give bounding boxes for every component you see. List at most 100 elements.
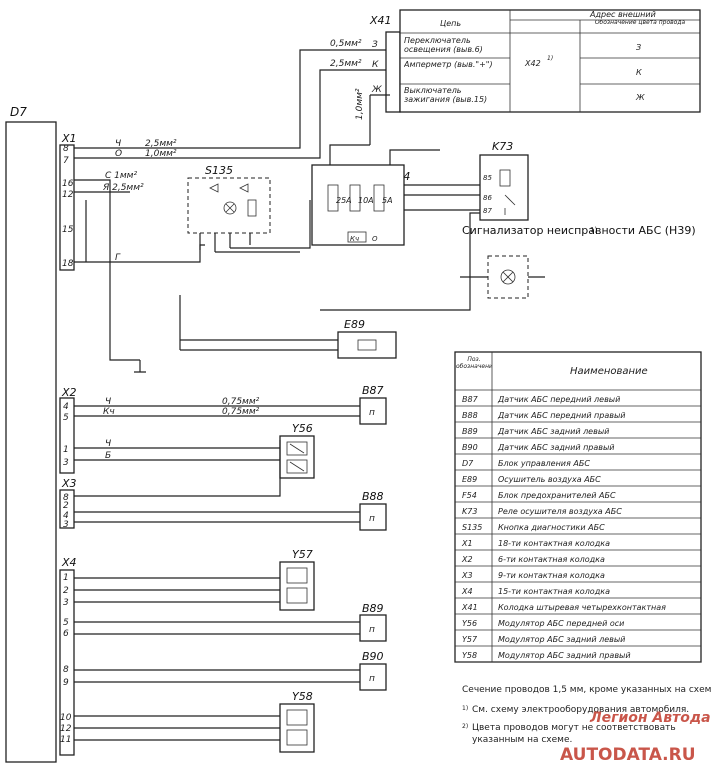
x3-label: X3 bbox=[61, 477, 77, 490]
legend-name: Реле осушителя воздуха АБС bbox=[498, 507, 622, 516]
x4-pin: 2 bbox=[63, 586, 69, 596]
x3-pin: 3 bbox=[63, 520, 69, 530]
legend-pos: B90 bbox=[462, 443, 478, 452]
x1-pin: 18 bbox=[62, 259, 74, 269]
x1-pin: 7 bbox=[63, 156, 69, 166]
modulator-y57: Y57 bbox=[279, 548, 315, 611]
legend-name: 15-ти контактная колодка bbox=[498, 587, 610, 596]
x4-pin: 11 bbox=[60, 735, 71, 745]
footnote-mark: 1) bbox=[462, 705, 468, 712]
legend-name: Блок управления АБС bbox=[498, 459, 590, 468]
x41-label: X41 bbox=[369, 14, 392, 27]
legend-pos: Y58 bbox=[462, 651, 477, 660]
note-1: Сечение проводов 1,5 мм, кроме указанных… bbox=[462, 685, 711, 695]
x4-pin: 8 bbox=[63, 665, 69, 675]
address-table-header: Адрес внешний bbox=[589, 10, 656, 19]
x1-box bbox=[59, 144, 75, 271]
b90-label: B90 bbox=[362, 650, 384, 663]
x2-label: X2 bbox=[61, 386, 77, 399]
x1-pin: 8 bbox=[63, 144, 69, 154]
legend-name: Датчик АБС передний правый bbox=[497, 411, 626, 420]
watermark-brand: Легион Автодата bbox=[589, 710, 711, 726]
x3-box bbox=[59, 489, 75, 529]
x4-pin: 5 bbox=[63, 618, 69, 628]
x1-wires: Ч 2,5мм² О 1,0мм² С 1мм² Я 2,5мм² Г bbox=[74, 49, 390, 373]
notes: Сечение проводов 1,5 мм, кроме указанных… bbox=[462, 685, 711, 745]
address-table-header: Обозначение цвета провода bbox=[594, 20, 686, 26]
relay-k73: K73 85 86 87 bbox=[320, 140, 529, 311]
modulator-y56: Y56 bbox=[279, 422, 315, 479]
fuse-block-f54: F54 25A 10A 5A Кч О bbox=[311, 144, 480, 246]
sensor-b90: B90 п bbox=[359, 650, 387, 691]
fuse-rating: 5A bbox=[382, 196, 393, 205]
x4-pin: 12 bbox=[60, 724, 72, 734]
relay-pin: 87 bbox=[483, 207, 492, 215]
b87-label: B87 bbox=[362, 384, 384, 397]
connector-x41: X41 З К Ж 0,5мм² 2,5мм² 1,0мм² bbox=[330, 14, 401, 145]
k73-label: K73 bbox=[492, 140, 513, 153]
legend-pos: Y57 bbox=[462, 635, 478, 644]
x4-box bbox=[59, 569, 75, 756]
air-dryer-e89: E89 bbox=[179, 295, 397, 359]
legend-name: 18-ти контактная колодка bbox=[498, 539, 610, 548]
note-3: Цвета проводов могут не соответствовать bbox=[472, 723, 676, 733]
legend-pos: Y56 bbox=[462, 619, 477, 628]
legend-name: Модулятор АБС передней оси bbox=[498, 619, 624, 628]
fuse-rating: 25A bbox=[336, 196, 352, 205]
wire-size-label: 2,5мм² bbox=[330, 59, 362, 69]
wire-color-label: Ч bbox=[105, 397, 111, 407]
footnote-mark: 2) bbox=[462, 723, 468, 730]
x2-pin: 5 bbox=[63, 413, 69, 423]
f54-box bbox=[311, 164, 405, 246]
x4-pin: 10 bbox=[60, 713, 72, 723]
sensor-b88: B88 п bbox=[359, 490, 387, 531]
address-table-cell: К bbox=[636, 68, 642, 77]
legend-name: Блок предохранителей АБС bbox=[498, 491, 616, 500]
legend-pos: F54 bbox=[462, 491, 477, 500]
legend-pos: B87 bbox=[462, 395, 479, 404]
wire-color-label: Б bbox=[105, 451, 111, 461]
connector-x2: X2 4 5 1 3 Ч Кч 0,75мм² 0,75мм² Ч Б bbox=[59, 386, 360, 474]
modulator-y58: Y58 bbox=[279, 690, 315, 753]
legend-name: Осушитель воздуха АБС bbox=[498, 475, 601, 484]
address-table-cell: Ж bbox=[635, 93, 645, 102]
wire-size-label: 0,75мм² bbox=[222, 407, 260, 417]
legend-name: Модулятор АБС задний правый bbox=[498, 651, 631, 660]
legend-name: Модулятор АБС задний левый bbox=[498, 635, 625, 644]
wire-color-label: Кч bbox=[103, 407, 115, 417]
b88-label: B88 bbox=[362, 490, 384, 503]
legend-name: 6-ти контактная колодка bbox=[498, 555, 605, 564]
legend-pos: X3 bbox=[461, 571, 473, 580]
legend-pos: S135 bbox=[462, 523, 482, 532]
relay-pin: 85 bbox=[483, 174, 492, 182]
x1-pin: 15 bbox=[62, 225, 74, 235]
legend-pos: X1 bbox=[461, 539, 473, 548]
x3-pin: 8 bbox=[63, 493, 69, 503]
x41-box bbox=[385, 31, 401, 113]
wire-label: С 1мм² bbox=[105, 171, 137, 181]
x41-pin: Ж bbox=[371, 85, 382, 95]
x41-pin: К bbox=[372, 60, 379, 70]
address-table-cell: Выключатель зажигания (выв.15) bbox=[404, 86, 488, 104]
address-table-header: Цепь bbox=[440, 19, 461, 28]
x1-label: X1 bbox=[61, 132, 77, 145]
f54-kch: Кч bbox=[350, 235, 359, 243]
x4-pin: 6 bbox=[63, 629, 69, 639]
x4-label: X4 bbox=[61, 556, 77, 569]
x2-box bbox=[59, 397, 75, 474]
connector-x1: X1 8 7 16 12 15 18 bbox=[59, 132, 77, 271]
wire-color-label: Ч bbox=[105, 439, 111, 449]
e89-label: E89 bbox=[344, 318, 365, 331]
x4-pin: 3 bbox=[63, 598, 69, 608]
legend-name: 9-ти контактная колодка bbox=[498, 571, 605, 580]
legend-pos: B88 bbox=[462, 411, 478, 420]
b89-label: B89 bbox=[362, 602, 384, 615]
s135-label: S135 bbox=[205, 164, 233, 177]
sensor-symbol: п bbox=[369, 625, 375, 635]
wire-color-label: О bbox=[115, 149, 122, 159]
legend-pos: E89 bbox=[462, 475, 477, 484]
legend-name: Датчик АБС задний левый bbox=[497, 427, 609, 436]
sensor-symbol: п bbox=[369, 674, 375, 684]
